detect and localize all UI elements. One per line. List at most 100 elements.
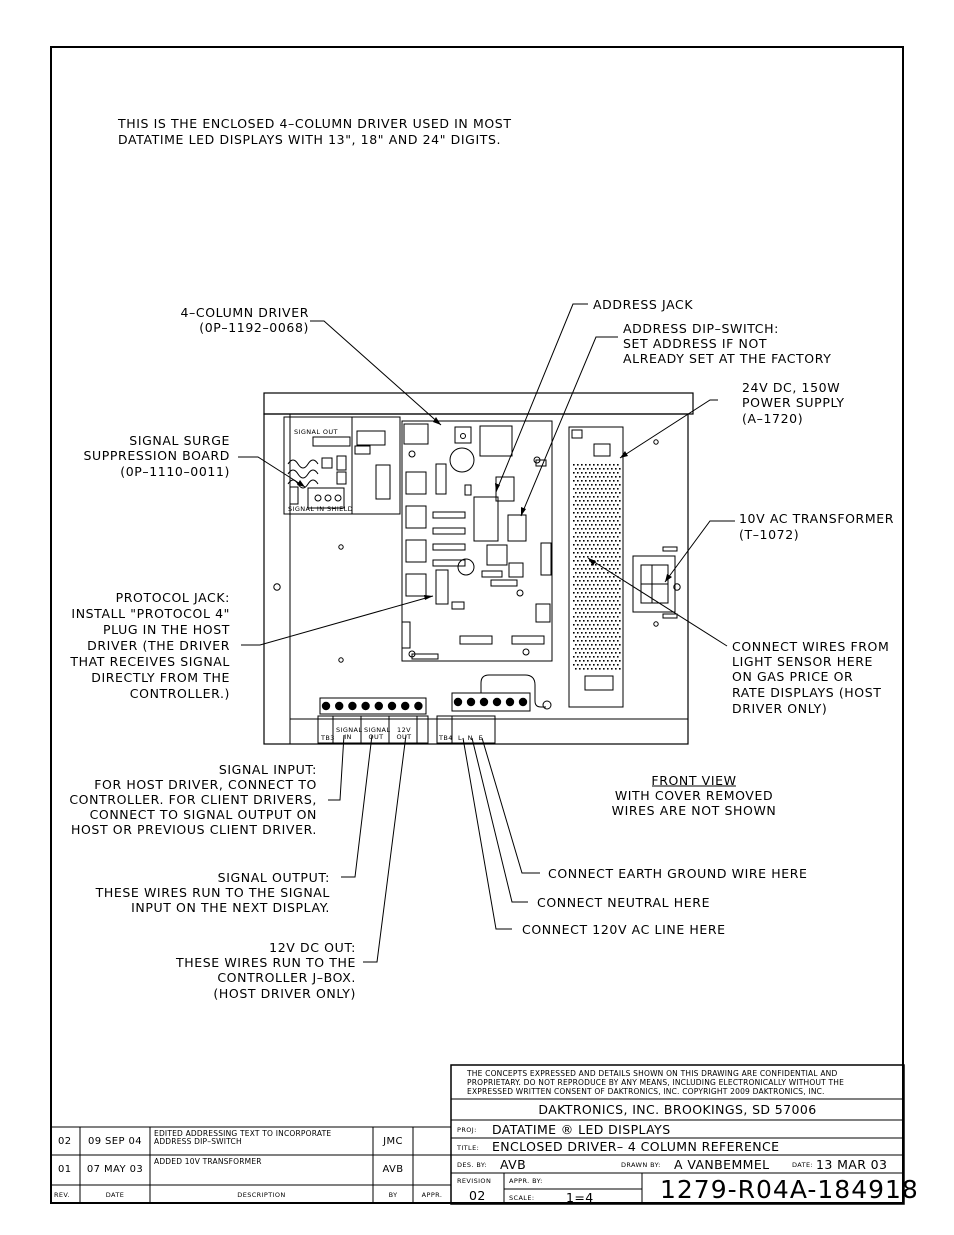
vent-hole — [583, 468, 585, 470]
vent-hole — [605, 584, 607, 586]
vent-hole — [573, 664, 575, 666]
vent-hole — [585, 576, 587, 578]
vent-hole — [615, 620, 617, 622]
drawn-by: A VANBEMMEL — [674, 1157, 770, 1172]
vent-hole — [595, 516, 597, 518]
vent-hole — [603, 468, 605, 470]
vent-hole — [593, 536, 595, 538]
drawn-by-label: DRAWN BY: — [621, 1161, 661, 1169]
vent-hole — [611, 468, 613, 470]
vent-hole — [599, 644, 601, 646]
vent-hole — [587, 668, 589, 670]
vent-hole — [593, 584, 595, 586]
approved-by-label: APPR. BY: — [509, 1177, 543, 1185]
vent-hole — [611, 532, 613, 534]
vent-hole — [615, 660, 617, 662]
vent-hole — [613, 656, 615, 658]
vent-hole — [603, 524, 605, 526]
vent-hole — [585, 520, 587, 522]
vent-hole — [573, 496, 575, 498]
vent-hole — [585, 552, 587, 554]
vent-hole — [597, 632, 599, 634]
driver-part-number: (0P–1192–0068) — [199, 320, 309, 335]
terminal-screw — [348, 701, 357, 711]
vent-hole — [591, 548, 593, 550]
vent-hole — [601, 648, 603, 650]
vent-hole — [579, 532, 581, 534]
vent-hole — [595, 604, 597, 606]
signal-output-label: SIGNAL OUTPUT: — [217, 870, 330, 885]
vent-hole — [611, 660, 613, 662]
vent-hole — [581, 496, 583, 498]
light-sensor-line-3: ON GAS PRICE OR — [732, 669, 854, 684]
vent-hole — [611, 652, 613, 654]
vent-hole — [601, 664, 603, 666]
drawing-border — [50, 46, 904, 1204]
vent-hole — [585, 632, 587, 634]
vent-hole — [605, 504, 607, 506]
designed-by: AVB — [500, 1157, 527, 1172]
vent-hole — [609, 584, 611, 586]
vent-hole — [617, 632, 619, 634]
title-label: TITLE: — [457, 1144, 480, 1152]
vent-hole — [577, 648, 579, 650]
vent-hole — [611, 500, 613, 502]
vent-hole — [575, 548, 577, 550]
vent-hole — [611, 636, 613, 638]
vent-hole — [579, 540, 581, 542]
vent-hole — [609, 496, 611, 498]
vent-hole — [599, 652, 601, 654]
vent-hole — [587, 484, 589, 486]
vent-hole — [589, 568, 591, 570]
vent-hole — [601, 496, 603, 498]
vent-hole — [611, 612, 613, 614]
vent-hole — [607, 620, 609, 622]
leader-lines — [238, 303, 735, 963]
vent-hole — [579, 476, 581, 478]
vent-hole — [601, 464, 603, 466]
vent-hole — [591, 532, 593, 534]
vent-hole — [579, 468, 581, 470]
vent-hole — [607, 572, 609, 574]
vent-hole — [591, 572, 593, 574]
vent-hole — [589, 608, 591, 610]
vent-hole — [589, 528, 591, 530]
confidential-line-3: EXPRESSED WRITTEN CONSENT OF DAKTRONICS,… — [467, 1087, 825, 1096]
vent-hole — [611, 668, 613, 670]
vent-hole — [573, 616, 575, 618]
vent-hole — [575, 636, 577, 638]
vent-hole — [591, 668, 593, 670]
vent-hole — [583, 612, 585, 614]
vent-hole — [591, 492, 593, 494]
vent-hole — [575, 516, 577, 518]
vent-hole — [585, 656, 587, 658]
vent-hole — [575, 604, 577, 606]
vent-hole — [597, 464, 599, 466]
vent-hole — [609, 464, 611, 466]
vent-hole — [617, 520, 619, 522]
vent-hole — [605, 648, 607, 650]
vent-hole — [605, 656, 607, 658]
vent-hole — [617, 544, 619, 546]
vent-hole — [599, 524, 601, 526]
vent-hole — [615, 532, 617, 534]
vent-hole — [609, 592, 611, 594]
signal-input-line-5: HOST OR PREVIOUS CLIENT DRIVER. — [70, 822, 317, 837]
vent-hole — [597, 640, 599, 642]
terminal-screw — [505, 697, 515, 707]
vent-hole — [593, 464, 595, 466]
vent-hole — [583, 580, 585, 582]
vent-hole — [601, 600, 603, 602]
vent-hole — [591, 652, 593, 654]
vent-hole — [619, 588, 621, 590]
vent-hole — [611, 580, 613, 582]
vent-hole — [575, 644, 577, 646]
vent-hole — [599, 620, 601, 622]
vent-hole — [579, 580, 581, 582]
vent-hole — [603, 604, 605, 606]
vent-hole — [599, 492, 601, 494]
surge-board-part-number: (0P–1110–0011) — [120, 464, 230, 479]
vent-hole — [591, 500, 593, 502]
vent-hole — [599, 588, 601, 590]
vent-hole — [579, 572, 581, 574]
